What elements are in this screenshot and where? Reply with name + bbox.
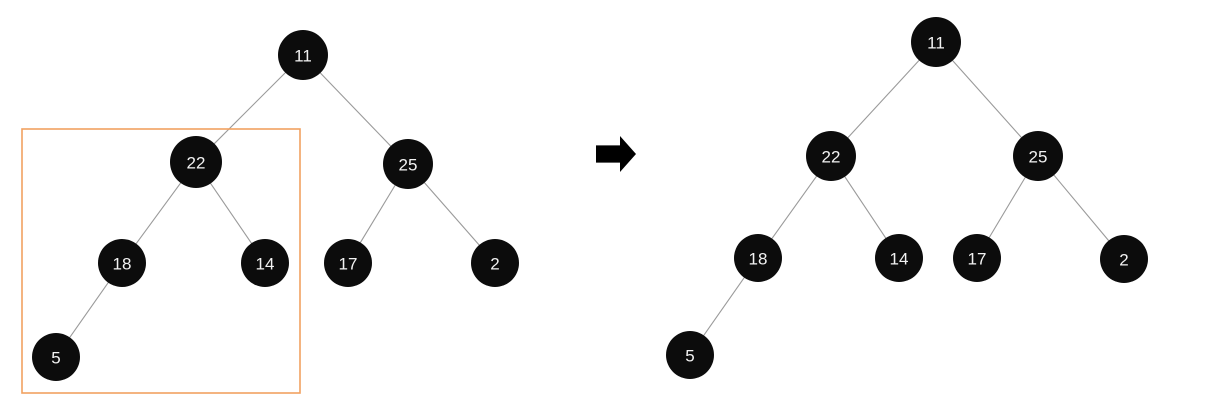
node-circle[interactable]: [170, 136, 222, 188]
tree-edge: [843, 175, 887, 240]
node-circle[interactable]: [734, 234, 782, 282]
tree-edge: [359, 184, 397, 244]
original-node-5[interactable]: 5: [32, 333, 80, 381]
tree-edge: [770, 175, 818, 240]
transform-arrow: [596, 136, 636, 172]
original-node-11[interactable]: 11: [278, 30, 328, 80]
tree-edge: [319, 71, 392, 148]
result-node-11[interactable]: 11: [911, 17, 961, 67]
tree-edge: [846, 59, 921, 139]
tree-edge: [209, 182, 253, 245]
node-circle[interactable]: [875, 234, 923, 282]
node-circle[interactable]: [471, 239, 519, 287]
right-tree-edges: [702, 59, 1110, 337]
result-node-5[interactable]: 5: [666, 331, 714, 379]
result-node-17[interactable]: 17: [953, 234, 1001, 282]
original-node-17[interactable]: 17: [324, 239, 372, 287]
tree-edge: [68, 281, 110, 339]
original-node-18[interactable]: 18: [98, 239, 146, 287]
result-node-22[interactable]: 22: [806, 131, 856, 181]
tree-edge: [213, 71, 287, 145]
node-circle[interactable]: [953, 234, 1001, 282]
original-node-14[interactable]: 14: [241, 239, 289, 287]
node-circle[interactable]: [278, 30, 328, 80]
original-node-25[interactable]: 25: [383, 139, 433, 189]
node-circle[interactable]: [1013, 131, 1063, 181]
node-circle[interactable]: [911, 17, 961, 67]
original-node-22[interactable]: 22: [170, 136, 222, 188]
node-circle[interactable]: [32, 333, 80, 381]
result-node-25[interactable]: 25: [1013, 131, 1063, 181]
left-tree-edges: [68, 71, 481, 339]
node-circle[interactable]: [1100, 235, 1148, 283]
right-arrow-icon: [596, 136, 636, 172]
node-circle[interactable]: [241, 239, 289, 287]
tree-edge: [702, 276, 746, 337]
node-circle[interactable]: [666, 331, 714, 379]
node-circle[interactable]: [806, 131, 856, 181]
tree-edge: [423, 181, 481, 247]
original-node-2[interactable]: 2: [471, 239, 519, 287]
node-circle[interactable]: [98, 239, 146, 287]
result-node-18[interactable]: 18: [734, 234, 782, 282]
node-circle[interactable]: [324, 239, 372, 287]
result-node-2[interactable]: 2: [1100, 235, 1148, 283]
result-node-14[interactable]: 14: [875, 234, 923, 282]
subtree-selection-box[interactable]: [21, 128, 301, 394]
tree-edge: [988, 176, 1027, 239]
tree-edge: [951, 59, 1023, 139]
tree-edge: [135, 181, 182, 245]
tree-edge: [1052, 174, 1110, 242]
node-circle[interactable]: [383, 139, 433, 189]
